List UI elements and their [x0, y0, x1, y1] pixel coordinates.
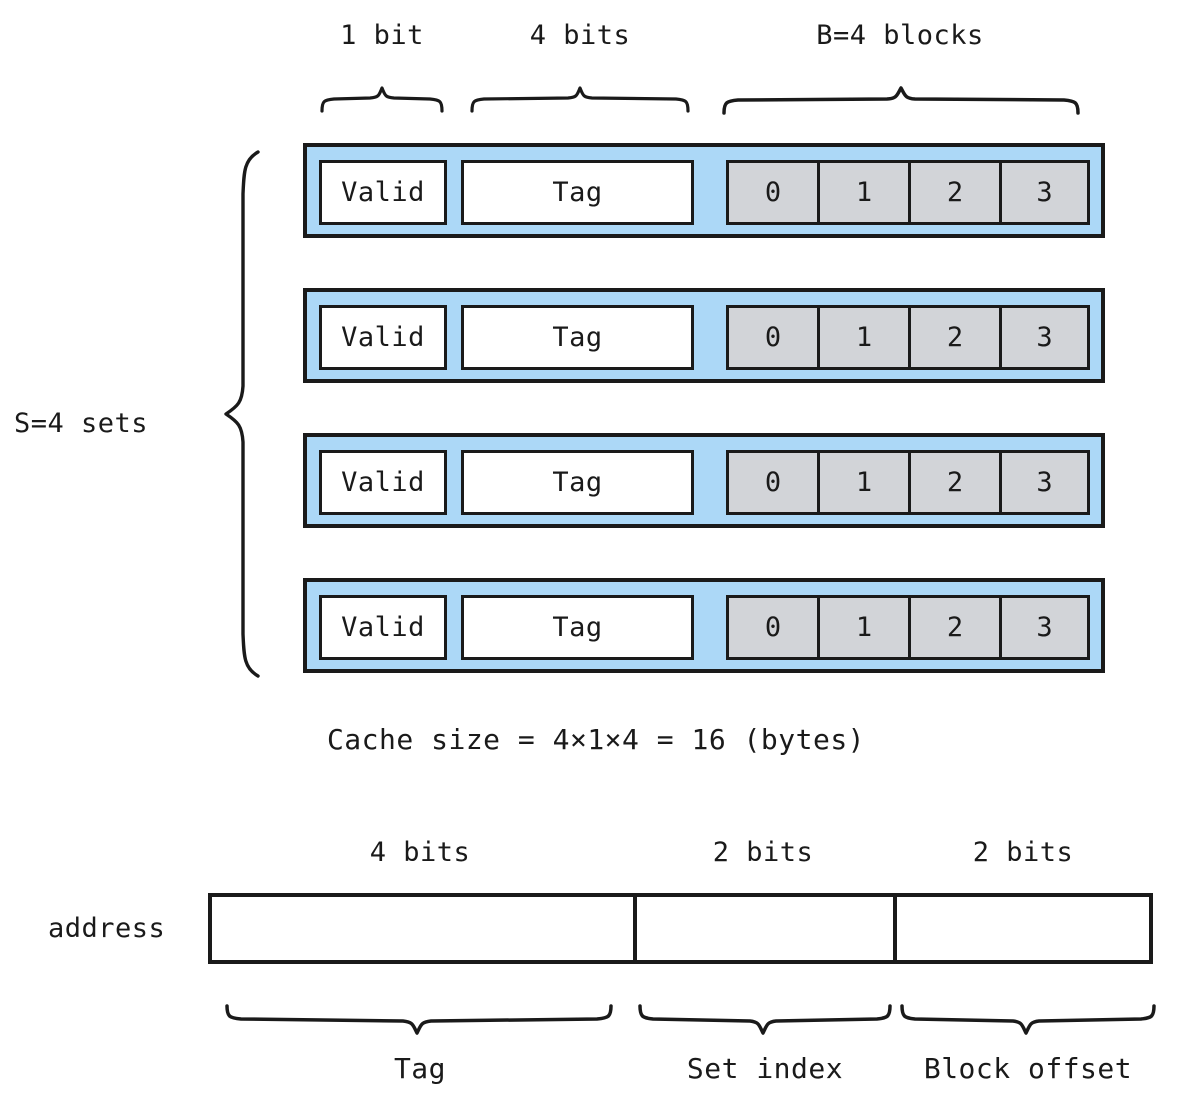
cache-set-row[interactable]: Valid Tag 0 1 2 3 — [303, 288, 1105, 383]
block-cell: 3 — [999, 595, 1090, 660]
block-cell: 1 — [817, 160, 908, 225]
set-index-field-name: Set index — [686, 1052, 844, 1085]
address-box[interactable] — [208, 893, 1153, 964]
tag-bits-label: 4 bits — [369, 837, 471, 868]
block-cell: 1 — [817, 305, 908, 370]
block-cell: 0 — [726, 305, 817, 370]
valid-field: Valid — [319, 450, 447, 515]
valid-width-brace — [320, 86, 444, 113]
block-cells: 0 1 2 3 — [726, 305, 1090, 370]
address-divider-set-offset — [893, 897, 897, 960]
set-index-bits-label: 2 bits — [712, 837, 814, 868]
block-cells: 0 1 2 3 — [726, 450, 1090, 515]
tag-width-brace — [470, 86, 690, 113]
cache-set-row[interactable]: Valid Tag 0 1 2 3 — [303, 433, 1105, 528]
sets-count-label: S=4 sets — [14, 408, 149, 439]
block-cell: 2 — [908, 450, 999, 515]
block-cell: 1 — [817, 595, 908, 660]
tag-field: Tag — [461, 595, 694, 660]
block-cell: 0 — [726, 450, 817, 515]
blocks-count-brace — [722, 86, 1080, 115]
blocks-count-label: B=4 blocks — [816, 20, 984, 51]
cache-set-row[interactable]: Valid Tag 0 1 2 3 — [303, 143, 1105, 238]
valid-field: Valid — [319, 595, 447, 660]
block-cell: 0 — [726, 595, 817, 660]
block-offset-field-brace — [900, 1004, 1156, 1035]
tag-field: Tag — [461, 450, 694, 515]
block-offset-field-name: Block offset — [923, 1052, 1133, 1085]
address-label: address — [48, 913, 166, 944]
sets-brace — [224, 150, 260, 678]
valid-field: Valid — [319, 160, 447, 225]
cache-size-text: Cache size = 4×1×4 = 16 (bytes) — [326, 723, 866, 756]
block-cells: 0 1 2 3 — [726, 160, 1090, 225]
block-cell: 1 — [817, 450, 908, 515]
cache-set-row[interactable]: Valid Tag 0 1 2 3 — [303, 578, 1105, 673]
block-cell: 3 — [999, 305, 1090, 370]
block-cell: 3 — [999, 160, 1090, 225]
block-offset-bits-label: 2 bits — [972, 837, 1074, 868]
tag-width-label: 4 bits — [529, 20, 631, 51]
tag-field-name: Tag — [393, 1052, 447, 1085]
set-index-field-brace — [638, 1004, 892, 1035]
tag-field: Tag — [461, 305, 694, 370]
valid-width-label: 1 bit — [340, 20, 424, 51]
tag-field-brace — [225, 1004, 613, 1035]
block-cell: 0 — [726, 160, 817, 225]
block-cell: 3 — [999, 450, 1090, 515]
block-cell: 2 — [908, 595, 999, 660]
valid-field: Valid — [319, 305, 447, 370]
block-cell: 2 — [908, 160, 999, 225]
address-divider-tag-set — [633, 897, 637, 960]
block-cells: 0 1 2 3 — [726, 595, 1090, 660]
tag-field: Tag — [461, 160, 694, 225]
block-cell: 2 — [908, 305, 999, 370]
